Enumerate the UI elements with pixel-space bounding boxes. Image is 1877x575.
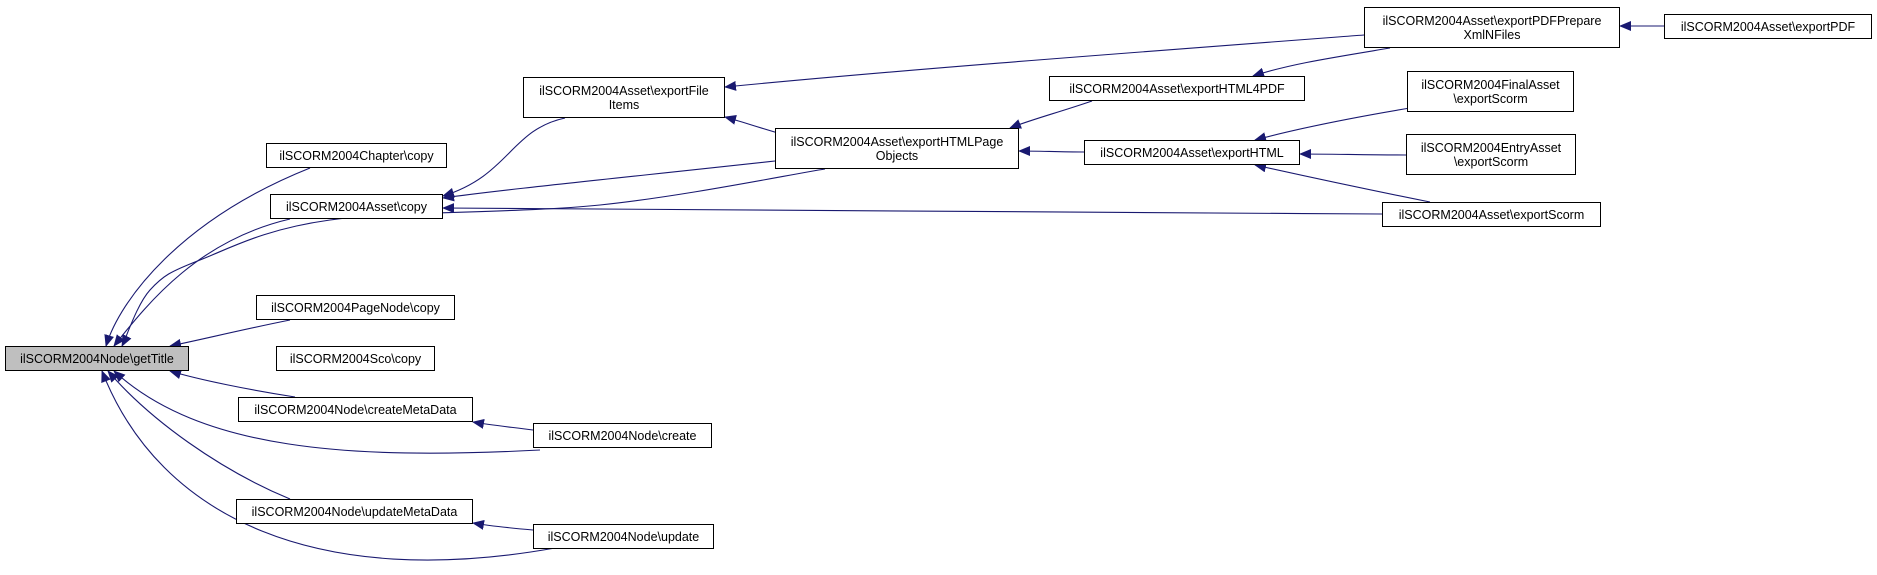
node-updateMetaData[interactable]: ilSCORM2004Node\updateMetaData [236,499,473,524]
node-assetCopy[interactable]: ilSCORM2004Asset\copy [270,194,443,219]
node-exportPDF[interactable]: ilSCORM2004Asset\exportPDF [1664,14,1872,39]
edge-assetExportScorm-to-assetCopy [442,203,1383,215]
edge-updateMetaData-to-getTitle [107,370,291,500]
node-chapterCopy[interactable]: ilSCORM2004Chapter\copy [266,143,447,168]
edge-exportHTMLPageObjects-to-assetCopy [442,160,776,202]
edge-exportFileItems-to-assetCopy [442,117,566,198]
node-create[interactable]: ilSCORM2004Node\create [533,423,712,448]
edge-create-to-getTitle [113,370,541,454]
edge-entryAssetExportScorm-to-exportHTML [1299,149,1407,160]
node-exportHTML[interactable]: ilSCORM2004Asset\exportHTML [1084,140,1300,165]
edge-chapterCopy-to-getTitle [104,167,311,347]
edge-createMetaData-to-getTitle [169,369,296,398]
edge-exportPDFPrepareXmlNFiles-to-exportFileItems [724,34,1365,91]
node-exportPDFPrepareXmlNFiles[interactable]: ilSCORM2004Asset\exportPDFPrepare XmlNFi… [1364,7,1620,48]
edge-assetCopy-to-getTitle [113,218,291,347]
edge-create-to-createMetaData [472,418,534,431]
edge-exportPDFPrepareXmlNFiles-to-exportHTML4PDF [1252,47,1391,78]
node-pageNodeCopy[interactable]: ilSCORM2004PageNode\copy [256,295,455,320]
node-finalAssetExportScorm[interactable]: ilSCORM2004FinalAsset \exportScorm [1407,71,1574,112]
node-createMetaData[interactable]: ilSCORM2004Node\createMetaData [238,397,473,422]
edge-update-to-updateMetaData [472,519,534,531]
node-scoCopy[interactable]: ilSCORM2004Sco\copy [276,346,435,371]
edge-exportHTML-to-exportHTMLPageObjects [1018,146,1085,157]
node-getTitle[interactable]: ilSCORM2004Node\getTitle [5,346,189,371]
node-entryAssetExportScorm[interactable]: ilSCORM2004EntryAsset \exportScorm [1406,134,1576,175]
node-exportHTMLPageObjects[interactable]: ilSCORM2004Asset\exportHTMLPage Objects [775,128,1019,169]
node-update[interactable]: ilSCORM2004Node\update [533,524,714,549]
edge-assetExportScorm-to-exportHTML [1254,162,1431,203]
edge-finalAssetExportScorm-to-exportHTML [1254,107,1411,142]
edge-exportHTML4PDF-to-exportHTMLPageObjects [1009,100,1093,129]
node-exportHTML4PDF[interactable]: ilSCORM2004Asset\exportHTML4PDF [1049,76,1305,101]
edge-update-to-getTitle [101,370,556,561]
node-assetExportScorm[interactable]: ilSCORM2004Asset\exportScorm [1382,202,1601,227]
edge-exportHTMLPageObjects-to-getTitle [121,168,826,347]
edge-pageNodeCopy-to-getTitle [169,319,291,349]
node-exportFileItems[interactable]: ilSCORM2004Asset\exportFile Items [523,77,725,118]
